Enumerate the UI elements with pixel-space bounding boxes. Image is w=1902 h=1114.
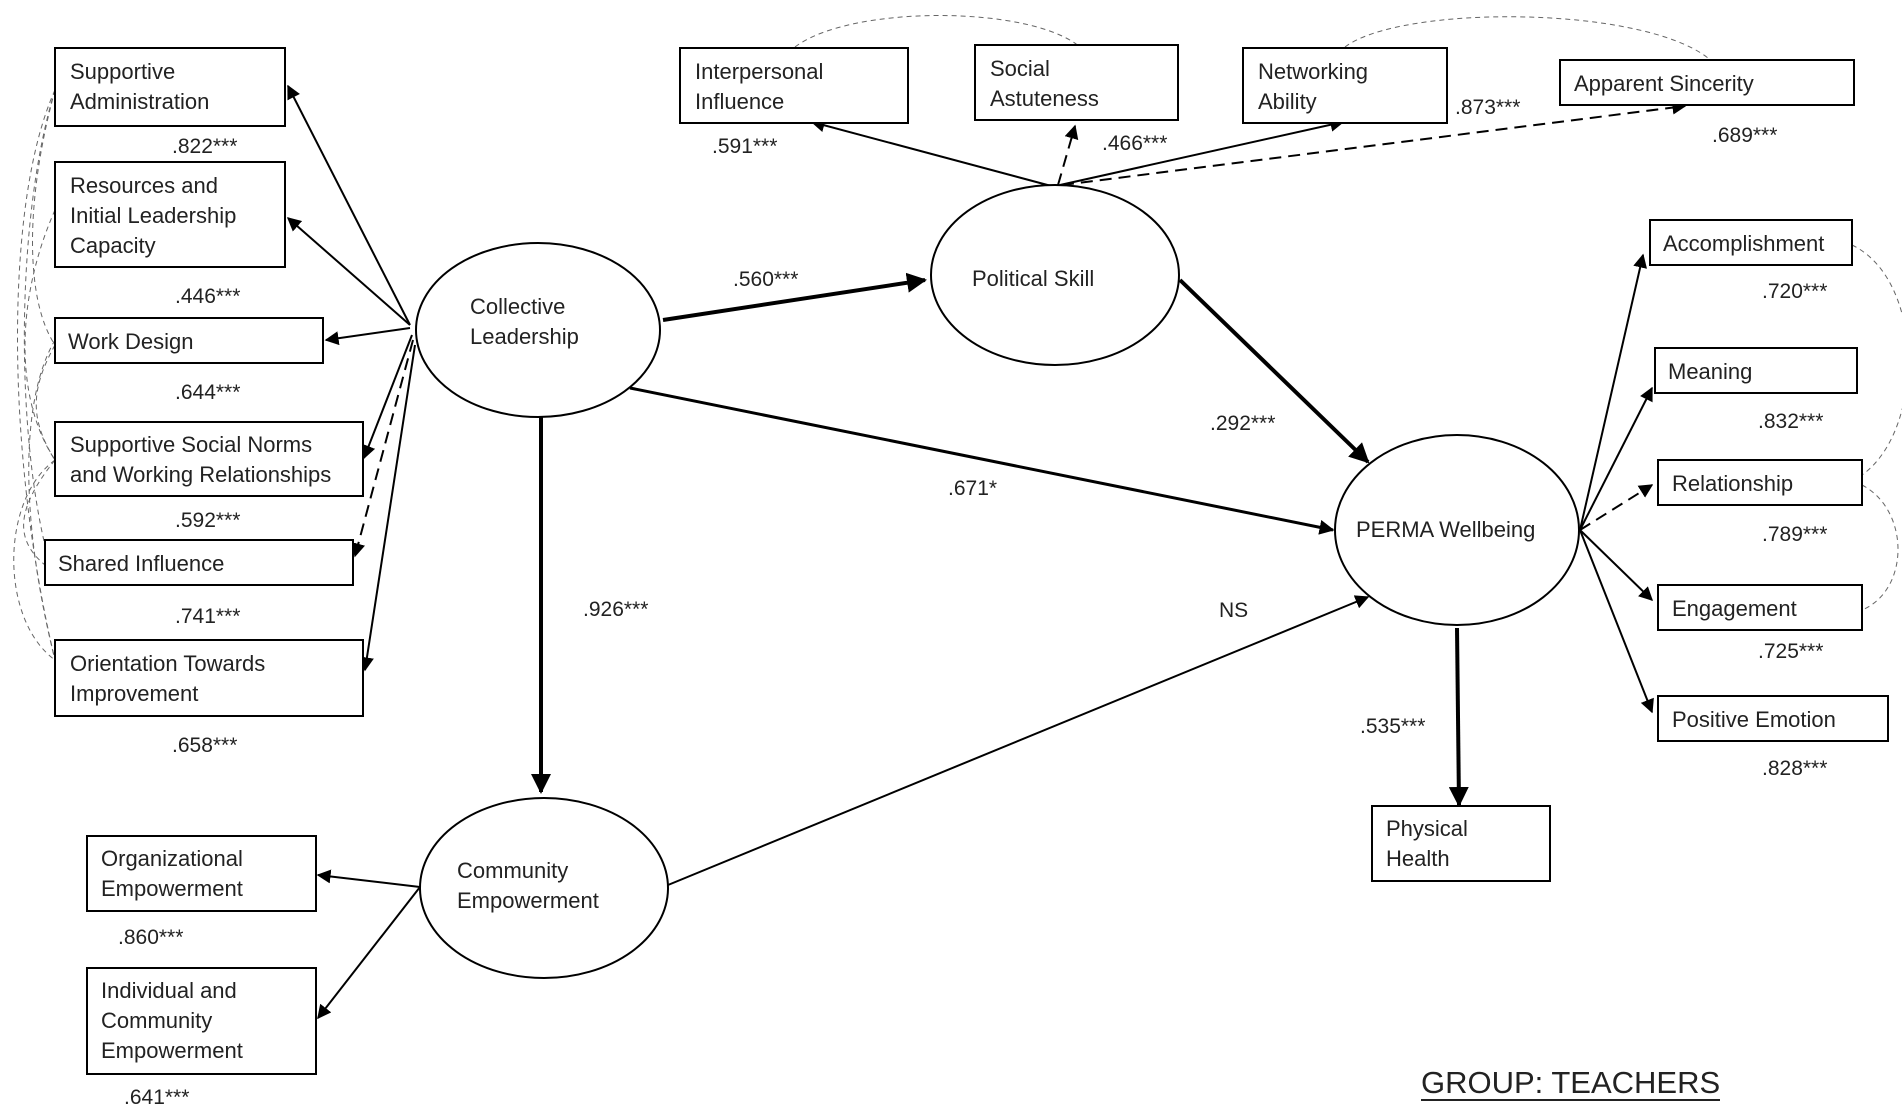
latent-perma-wellbeing bbox=[1334, 434, 1580, 626]
box-relationship bbox=[1657, 459, 1863, 506]
arrow-ce-organizational bbox=[316, 869, 421, 888]
loading-apparent-sincerity: .689*** bbox=[1712, 124, 1777, 147]
loading-social-norms: .592*** bbox=[175, 509, 240, 532]
coef-perma-health: .535*** bbox=[1360, 715, 1425, 738]
arrow-ps-sincerity bbox=[1061, 100, 1687, 186]
loading-networking-ability: .873*** bbox=[1455, 96, 1520, 119]
label-engagement: Engagement bbox=[1672, 596, 1797, 621]
box-shared-influence bbox=[44, 539, 354, 586]
loading-arrows bbox=[286, 84, 1687, 1020]
loading-engagement: .725*** bbox=[1758, 640, 1823, 663]
latent-political-skill bbox=[930, 184, 1180, 366]
loading-supportive-administration: .822*** bbox=[172, 135, 237, 158]
arrow-cl-supportive-administration bbox=[287, 84, 411, 326]
arrow-ps-interpersonal bbox=[810, 118, 1056, 188]
box-social-norms bbox=[54, 421, 364, 497]
latent-community-empowerment bbox=[419, 797, 669, 979]
arrow-cl-social-norms bbox=[362, 334, 413, 460]
arrow-perma-meaning bbox=[1579, 386, 1653, 531]
arrow-perma-accomplishment bbox=[1579, 253, 1648, 531]
path-coefficients: .560*** .671* .926*** .292*** NS .535*** bbox=[583, 268, 1425, 738]
box-networking-ability bbox=[1242, 47, 1448, 124]
box-individual-community-empowerment bbox=[86, 967, 317, 1075]
loading-social-astuteness: .466*** bbox=[1102, 132, 1167, 155]
box-meaning bbox=[1654, 347, 1858, 394]
coef-cl-ps: .560*** bbox=[733, 268, 798, 291]
label-community-empowerment: Community Empowerment bbox=[457, 858, 599, 913]
coef-cl-perma: .671* bbox=[948, 477, 997, 500]
loading-positive-emotion: .828*** bbox=[1762, 757, 1827, 780]
arrow-cl-orientation bbox=[359, 344, 416, 672]
loading-interpersonal-influence: .591*** bbox=[712, 135, 777, 158]
coef-ce-perma: NS bbox=[1219, 599, 1248, 622]
group-label: GROUP: TEACHERS bbox=[1421, 1065, 1720, 1100]
label-interpersonal-influence: Interpersonal Influence bbox=[695, 59, 830, 114]
arrow-ce-individual bbox=[317, 886, 421, 1020]
box-work-design bbox=[54, 317, 324, 364]
loading-work-design: .644*** bbox=[175, 381, 240, 404]
loading-coefficients: .822*** .446*** .644*** .592*** .741*** … bbox=[118, 96, 1827, 1109]
label-physical-health: Physical Health bbox=[1386, 816, 1474, 871]
loading-relationship: .789*** bbox=[1762, 523, 1827, 546]
loading-orientation: .658*** bbox=[172, 734, 237, 757]
arrow-ps-networking bbox=[1059, 117, 1345, 186]
indicator-labels: Supportive Administration Resources and … bbox=[58, 56, 1836, 1063]
label-resources: Resources and Initial Leadership Capacit… bbox=[70, 173, 242, 258]
label-work-design: Work Design bbox=[68, 329, 194, 354]
box-organizational-empowerment bbox=[86, 835, 317, 912]
box-physical-health bbox=[1371, 805, 1551, 882]
label-meaning: Meaning bbox=[1668, 359, 1752, 384]
label-supportive-administration: Supportive Administration bbox=[70, 59, 209, 114]
arrow-cl-work-design bbox=[324, 327, 411, 346]
box-apparent-sincerity bbox=[1559, 59, 1855, 106]
label-positive-emotion: Positive Emotion bbox=[1672, 707, 1836, 732]
label-perma-wellbeing: PERMA Wellbeing bbox=[1356, 517, 1535, 542]
label-social-astuteness: Social Astuteness bbox=[990, 56, 1099, 111]
label-orientation: Orientation Towards Improvement bbox=[70, 651, 271, 706]
label-shared-influence: Shared Influence bbox=[58, 551, 224, 576]
loading-shared-influence: .741*** bbox=[175, 605, 240, 628]
box-positive-emotion bbox=[1657, 695, 1889, 742]
arrow-perma-positive-emotion bbox=[1579, 529, 1654, 714]
label-social-norms: Supportive Social Norms and Working Rela… bbox=[70, 432, 331, 487]
loading-meaning: .832*** bbox=[1758, 410, 1823, 433]
box-resources bbox=[54, 161, 286, 268]
covariance-lines bbox=[13, 15, 1902, 661]
label-collective-leadership: Collective Leadership bbox=[470, 294, 579, 349]
box-supportive-administration bbox=[54, 47, 286, 127]
box-interpersonal-influence bbox=[679, 47, 909, 124]
arrow-cl-resources bbox=[286, 217, 411, 326]
label-accomplishment: Accomplishment bbox=[1663, 231, 1824, 256]
path-cl-perma bbox=[629, 386, 1335, 535]
arrow-ps-astuteness bbox=[1057, 124, 1079, 186]
label-political-skill: Political Skill bbox=[972, 266, 1094, 291]
indicator-boxes bbox=[44, 44, 1889, 1075]
box-social-astuteness bbox=[974, 44, 1179, 121]
loading-resources: .446*** bbox=[175, 285, 240, 308]
path-perma-health bbox=[1448, 627, 1469, 807]
loading-individual-community-empowerment: .641*** bbox=[124, 1086, 189, 1109]
coef-ps-perma: .292*** bbox=[1210, 412, 1275, 435]
label-organizational-empowerment: Organizational Empowerment bbox=[101, 846, 249, 901]
path-ce-perma bbox=[667, 595, 1370, 886]
loading-accomplishment: .720*** bbox=[1762, 280, 1827, 303]
label-individual-community-empowerment: Individual and Community Empowerment bbox=[101, 978, 243, 1063]
loading-organizational-empowerment: .860*** bbox=[118, 926, 183, 949]
label-apparent-sincerity: Apparent Sincerity bbox=[1574, 71, 1754, 96]
path-ps-perma bbox=[1178, 278, 1370, 464]
latent-collective-leadership bbox=[415, 242, 661, 418]
latent-variables bbox=[415, 184, 1580, 979]
path-cl-ps bbox=[662, 272, 927, 322]
label-relationship: Relationship bbox=[1672, 471, 1793, 496]
arrow-perma-engagement bbox=[1579, 529, 1654, 601]
latent-labels: Collective Leadership Political Skill PE… bbox=[457, 266, 1535, 913]
structural-arrows bbox=[531, 272, 1469, 886]
box-orientation bbox=[54, 639, 364, 717]
label-networking-ability: Networking Ability bbox=[1258, 59, 1374, 114]
coef-cl-ce: .926*** bbox=[583, 598, 648, 621]
box-accomplishment bbox=[1649, 219, 1853, 266]
arrow-perma-relationship bbox=[1579, 484, 1654, 531]
box-engagement bbox=[1657, 584, 1863, 631]
